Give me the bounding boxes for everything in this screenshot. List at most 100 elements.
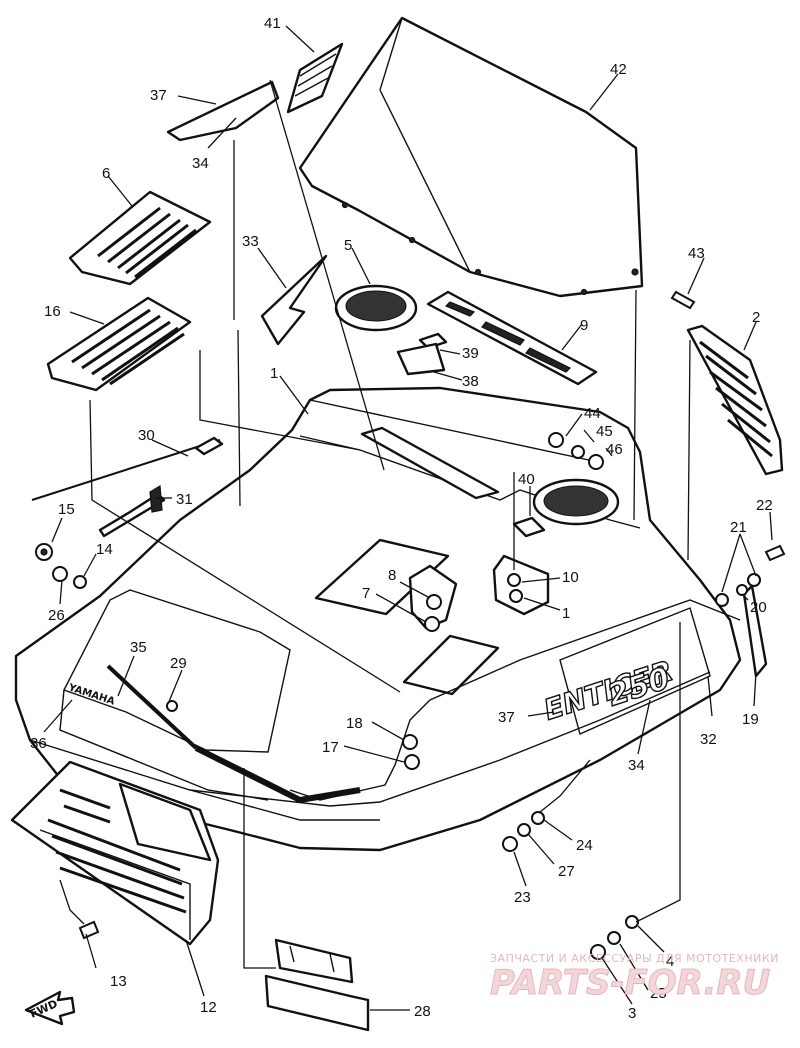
callout-37-top: 37 [150, 87, 167, 104]
bolt-14 [73, 575, 87, 589]
front-grille-12[interactable] [10, 760, 220, 946]
box-40[interactable] [512, 516, 546, 538]
washer-21b [715, 593, 729, 607]
callout-9: 9 [580, 317, 588, 334]
washer-4 [625, 915, 639, 929]
callout-33: 33 [242, 233, 259, 250]
hood-body-1[interactable] [14, 386, 742, 852]
callout-4: 4 [666, 953, 674, 970]
callout-18: 18 [346, 715, 363, 732]
callout-20: 20 [750, 599, 767, 616]
bolt-22 [764, 544, 786, 562]
callout-15: 15 [58, 501, 75, 518]
leader-lines [43, 25, 773, 1011]
callout-32: 32 [700, 731, 717, 748]
nut-44 [548, 432, 564, 448]
callout-24: 24 [576, 837, 593, 854]
hood-slot [360, 426, 500, 500]
latch-31[interactable] [98, 484, 166, 538]
callout-36: 36 [30, 735, 47, 752]
callout-45: 45 [596, 423, 613, 440]
washer-7 [424, 616, 440, 632]
callout-3: 3 [628, 1005, 636, 1022]
callout-42: 42 [610, 61, 627, 78]
callout-10: 10 [562, 569, 579, 586]
callout-25: 25 [650, 985, 667, 1002]
callout-46: 46 [606, 441, 623, 458]
callout-1-top: 1 [270, 365, 278, 382]
watermark-line: ЗАПЧАСТИ И АКСЕССУАРЫ ДЛЯ МОТОТЕХНИКИ [490, 952, 779, 965]
callout-5: 5 [344, 237, 352, 254]
callout-13: 13 [110, 973, 127, 990]
washer-21a [747, 573, 761, 587]
callout-43: 43 [688, 245, 705, 262]
rivet-29 [166, 700, 178, 712]
washer-17 [404, 754, 420, 770]
callout-6: 6 [102, 165, 110, 182]
washer-24 [531, 811, 545, 825]
callout-27: 27 [558, 863, 575, 880]
callout-29: 29 [170, 655, 187, 672]
speaker-grille-5[interactable] [334, 284, 418, 332]
grille-panel-16[interactable] [46, 296, 192, 392]
windshield-part[interactable] [298, 16, 644, 298]
nut-11 [509, 589, 523, 603]
bracket-28[interactable] [264, 938, 370, 1032]
stripe-decal-top[interactable] [166, 80, 280, 142]
small-decal-41[interactable] [286, 42, 344, 114]
speaker-grille-right[interactable] [532, 478, 620, 526]
fwd-arrow: FWD [24, 990, 76, 1026]
callout-16: 16 [44, 303, 61, 320]
hardware [35, 290, 786, 960]
bolt-43 [670, 290, 696, 310]
callout-2: 2 [752, 309, 760, 326]
watermark-brand: PARTS-FOR.RU [490, 963, 770, 1003]
stripe-decal-33[interactable] [260, 254, 328, 346]
bolt-13 [78, 920, 100, 940]
washer-18 [402, 734, 418, 750]
washer-26 [52, 566, 68, 582]
callout-17: 17 [322, 739, 339, 756]
callout-37-side: 37 [498, 709, 515, 726]
gauge-panel[interactable] [408, 554, 550, 630]
hinge-19[interactable] [742, 584, 768, 678]
washer-45 [571, 445, 585, 459]
washer-25 [607, 931, 621, 945]
callout-44: 44 [584, 405, 601, 422]
nut-10 [507, 573, 521, 587]
callout-40: 40 [518, 471, 535, 488]
callout-39: 39 [462, 345, 479, 362]
callout-22: 22 [756, 497, 773, 514]
callout-30: 30 [138, 427, 155, 444]
callout-31: 31 [176, 491, 193, 508]
gasket-38[interactable] [396, 342, 446, 376]
nut-23 [502, 836, 518, 852]
nut-20 [736, 584, 748, 596]
callout-14: 14 [96, 541, 113, 558]
vent-grille-9[interactable] [426, 290, 598, 386]
callout-1-side: 1 [562, 605, 570, 622]
nut-3 [590, 944, 606, 960]
cable-30[interactable] [31, 436, 224, 501]
washer-27 [517, 823, 531, 837]
callout-35: 35 [130, 639, 147, 656]
callout-labels: 41 42 37 34 6 33 5 43 2 16 9 39 38 1 44 … [30, 15, 773, 1022]
callout-28: 28 [414, 1003, 431, 1020]
callout-34-side: 34 [628, 757, 645, 774]
side-louver-2[interactable] [686, 324, 784, 476]
callout-12: 12 [200, 999, 217, 1016]
callout-26: 26 [48, 607, 65, 624]
grille-panel-6[interactable] [68, 190, 212, 286]
nut-46 [588, 454, 604, 470]
callout-23: 23 [514, 889, 531, 906]
callout-38: 38 [462, 373, 479, 390]
callout-41: 41 [264, 15, 281, 32]
callout-34-top: 34 [192, 155, 209, 172]
watermark: ЗАПЧАСТИ И АКСЕССУАРЫ ДЛЯ МОТОТЕХНИКИ PA… [490, 952, 779, 1004]
callout-21: 21 [730, 519, 747, 536]
washer-8 [426, 594, 442, 610]
callout-7: 7 [362, 585, 370, 602]
callout-8: 8 [388, 567, 396, 584]
callout-19: 19 [742, 711, 759, 728]
